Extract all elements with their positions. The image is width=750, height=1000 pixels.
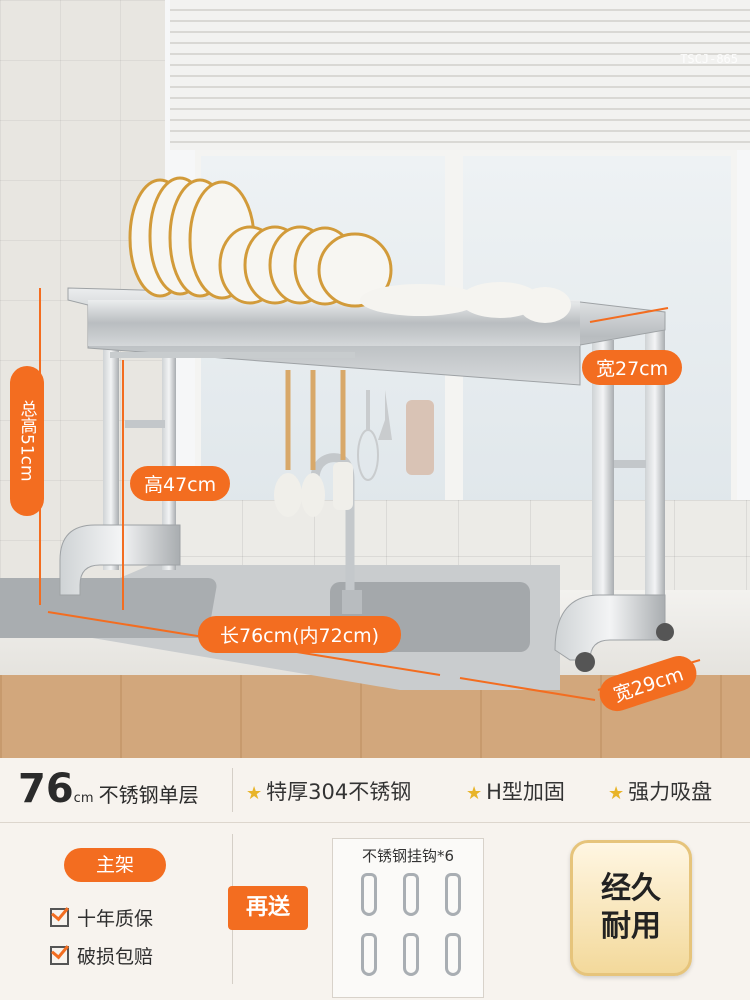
hook-icon (403, 933, 419, 976)
feature-item: ★H型加固 (466, 780, 565, 804)
gift-tag: 再送 (228, 886, 308, 930)
size-number: 76 (18, 766, 74, 812)
size-unit: cm (73, 791, 94, 806)
star-icon: ★ (466, 783, 483, 804)
hook-icon (361, 933, 377, 976)
hook-icon (445, 933, 461, 976)
hook-icon (361, 873, 377, 916)
star-icon: ★ (246, 783, 263, 804)
feature-item: ★强力吸盘 (608, 780, 713, 804)
hooks-title: 不锈钢挂钩*6 (361, 847, 455, 865)
top-depth-label: 宽27cm (582, 350, 683, 385)
seal-line-1: 经久 (601, 871, 661, 906)
seal-line-2: 耐用 (601, 909, 661, 944)
size-spec: 76cm 不锈钢单层 (18, 766, 199, 812)
guarantee-item: 十年质保 (50, 904, 153, 931)
right-frame (554, 330, 674, 672)
total-height-label: 总高51cm (10, 366, 44, 516)
info-panel: 76cm 不锈钢单层 ★特厚304不锈钢 ★H型加固 ★强力吸盘 主架 十年质保… (0, 758, 750, 1000)
inner-height-label: 高47cm (130, 466, 231, 501)
plates (128, 176, 571, 323)
checkbox-icon (50, 946, 69, 965)
divider (232, 768, 233, 812)
hanging-utensils (274, 370, 434, 517)
hooks-gift-box: 不锈钢挂钩*6 (332, 838, 484, 998)
checkbox-icon (50, 908, 69, 927)
star-icon: ★ (608, 783, 625, 804)
length-label: 长76cm(内72cm) (198, 616, 402, 653)
spec-row: 76cm 不锈钢单层 ★特厚304不锈钢 ★H型加固 ★强力吸盘 (0, 758, 750, 823)
feature-item: ★特厚304不锈钢 (246, 780, 412, 804)
hook-icon (445, 873, 461, 916)
guarantee-item: 破损包赔 (50, 942, 153, 969)
hook-icon (403, 873, 419, 916)
left-frame (59, 340, 181, 596)
watermark: TSCJ-865 (680, 52, 738, 66)
window-blinds (170, 0, 750, 150)
size-desc: 不锈钢单层 (98, 783, 199, 807)
product-photo: TSCJ-865 总高51cm 高47cm 宽27cm 长76cm(内72cm)… (0, 0, 750, 758)
main-frame-badge: 主架 (64, 848, 166, 882)
durable-seal: 经久 耐用 (570, 840, 692, 976)
